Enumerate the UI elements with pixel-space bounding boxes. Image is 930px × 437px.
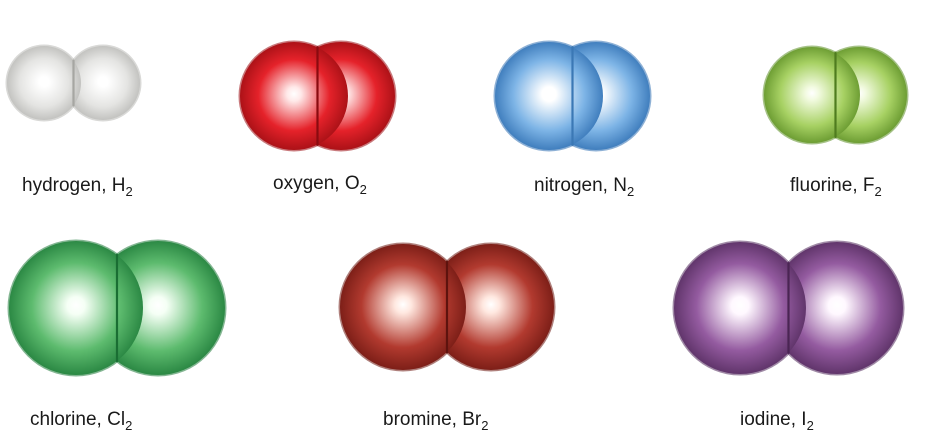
molecule-chlorine — [7, 239, 227, 377]
atom-count-subscript: 2 — [626, 184, 635, 199]
element-symbol: N — [613, 175, 627, 196]
molecule-fluorine — [762, 45, 909, 145]
atom-right — [771, 242, 903, 374]
molecule-name: iodine — [740, 409, 791, 430]
atom-left — [340, 244, 466, 370]
label-oxygen: oxygen, O2 — [273, 173, 367, 197]
label-bromine: bromine, Br2 — [383, 409, 489, 433]
atom-count-subscript: 2 — [806, 418, 814, 433]
label-iodine: iodine, I2 — [740, 409, 814, 433]
element-symbol: F — [862, 175, 875, 196]
atom-left — [764, 47, 860, 143]
molecule-name: bromine — [383, 409, 452, 430]
atom-count-subscript: 2 — [481, 418, 489, 433]
molecule-name: hydrogen — [22, 175, 102, 196]
atom-count-subscript: 2 — [125, 184, 133, 199]
atom-left — [7, 46, 81, 120]
molecule-name: fluorine — [790, 175, 853, 196]
molecule-name: oxygen — [273, 173, 335, 194]
element-symbol: H — [111, 175, 126, 196]
molecule-hydrogen — [5, 44, 142, 122]
atom-count-subscript: 2 — [874, 184, 882, 199]
molecule-name: chlorine — [30, 409, 97, 430]
element-symbol: I — [801, 409, 807, 430]
atom-left — [9, 241, 143, 375]
molecule-iodine — [672, 240, 905, 376]
label-chlorine: chlorine, Cl2 — [30, 409, 133, 433]
label-fluorine: fluorine, F2 — [790, 175, 882, 199]
atom-left — [240, 42, 348, 150]
atom-count-subscript: 2 — [359, 182, 367, 197]
element-symbol: Br — [462, 409, 482, 430]
molecule-oxygen — [238, 40, 397, 152]
atom-left — [674, 242, 806, 374]
element-symbol: O — [344, 173, 360, 194]
atom-count-subscript: 2 — [125, 418, 133, 433]
label-hydrogen: hydrogen, H2 — [22, 175, 133, 199]
label-nitrogen: nitrogen, N2 — [534, 175, 635, 199]
atom-right — [66, 46, 140, 120]
molecule-bromine — [338, 242, 556, 372]
molecule-nitrogen — [493, 40, 652, 152]
element-symbol: Cl — [107, 409, 126, 430]
atom-left — [495, 42, 603, 150]
atom-right — [428, 244, 554, 370]
molecule-name: nitrogen — [534, 175, 603, 196]
